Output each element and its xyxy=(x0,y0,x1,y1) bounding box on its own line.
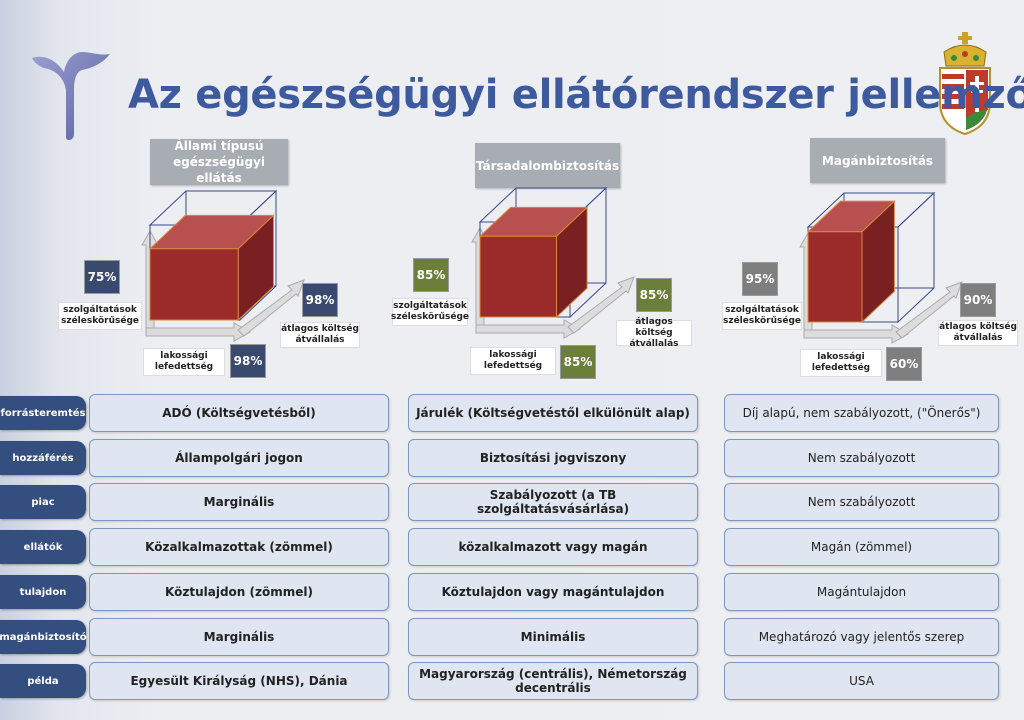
scope-pct-badge: 95% xyxy=(742,262,778,296)
cost-axis-arrow xyxy=(895,281,963,339)
table-cell: Biztosítási jogviszony xyxy=(408,439,698,477)
table-cell: Köztulajdon vagy magántulajdon xyxy=(408,573,698,611)
axis-label-line: lakossági xyxy=(817,352,865,362)
scope-pct-badge: 85% xyxy=(413,258,449,292)
scope-pct-badge: 75% xyxy=(84,260,120,294)
logo-icon xyxy=(32,52,110,141)
axis-label-line: szolgáltatások xyxy=(393,301,467,311)
table-cell: Nem szabályozott xyxy=(724,439,999,477)
box-front-face xyxy=(149,248,239,321)
table-cell: Magántulajdon xyxy=(724,573,999,611)
row-label: ellátók xyxy=(0,530,86,564)
cube-diagrams xyxy=(141,186,963,344)
row-label: tulajdon xyxy=(0,575,86,609)
header-line: egészségügyi ellátás xyxy=(173,155,265,185)
table-cell: Marginális xyxy=(89,618,389,656)
axis-label-line: széleskörűsége xyxy=(60,316,140,326)
cube-side-edge xyxy=(897,191,935,324)
axis-label-line: lakossági xyxy=(489,350,537,360)
column-header-social-insurance: Társadalombiztosítás xyxy=(475,143,620,188)
axis-label-line: átvállalás xyxy=(295,335,345,345)
table-cell: Díj alapú, nem szabályozott, ("Önerős") xyxy=(724,394,999,432)
cost-pct-badge: 90% xyxy=(960,283,996,317)
table-cell: Szabályozott (a TB szolgáltatásvásárlása… xyxy=(408,483,698,521)
cost-pct-badge: 98% xyxy=(302,283,338,317)
cost-axis-arrow xyxy=(567,276,635,334)
table-cell: Meghatározó vagy jelentős szerep xyxy=(724,618,999,656)
row-label: példa xyxy=(0,664,86,698)
axis-label-line: átlagos költség xyxy=(939,322,1017,332)
table-cell: Állampolgári jogon xyxy=(89,439,389,477)
table-cell: Köztulajdon (zömmel) xyxy=(89,573,389,611)
box-front-face xyxy=(479,235,557,318)
axis-label-line: átvállalás xyxy=(953,333,1003,343)
coat-of-arms-icon xyxy=(939,32,991,136)
axis-label-line: széleskörűsége xyxy=(390,312,470,322)
column-header-state: Állami típusú egészségügyi ellátás xyxy=(150,139,288,185)
column-header-private-insurance: Magánbiztosítás xyxy=(810,138,945,183)
row-label: magánbiztosító xyxy=(0,620,87,654)
box-front-face xyxy=(807,231,863,323)
axis-label-line: szolgáltatások xyxy=(725,305,799,315)
row-label: hozzáférés xyxy=(0,441,86,475)
coverage-axis-arrow xyxy=(475,319,582,339)
cost-pct-badge: 85% xyxy=(636,278,672,312)
table-cell: közalkalmazott vagy magán xyxy=(408,528,698,566)
coverage-pct-badge: 85% xyxy=(560,345,596,379)
axis-label-line: lefedettség xyxy=(483,361,543,371)
axis-label-line: széleskörűsége xyxy=(722,316,802,326)
axis-label-line: lefedettség xyxy=(154,362,214,372)
axis-label-line: átlagos költség xyxy=(281,324,359,334)
axis-label-line: átvállalás xyxy=(629,338,679,349)
coverage-pct-badge: 60% xyxy=(886,347,922,381)
table-cell: Magán (zömmel) xyxy=(724,528,999,566)
table-cell: USA xyxy=(724,662,999,700)
table-cell: ADÓ (Költségvetésből) xyxy=(89,394,389,432)
table-cell: Közalkalmazottak (zömmel) xyxy=(89,528,389,566)
table-cell: Minimális xyxy=(408,618,698,656)
axis-label-line: lefedettség xyxy=(811,363,871,373)
row-label: forrásteremtés xyxy=(0,396,86,430)
cost-axis-arrow xyxy=(237,279,305,337)
table-cell: Egyesült Királyság (NHS), Dánia xyxy=(89,662,389,700)
row-label: piac xyxy=(0,485,86,519)
coverage-pct-badge: 98% xyxy=(230,344,266,378)
axis-label-line: szolgáltatások xyxy=(63,305,137,315)
header-line: Állami típusú xyxy=(174,139,264,153)
axis-label-line: lakossági xyxy=(160,351,208,361)
table-cell: Nem szabályozott xyxy=(724,483,999,521)
page-title: Az egészségügyi ellátórendszer jellemzői xyxy=(128,72,1024,118)
table-cell: Magyarország (centrális), Németország de… xyxy=(408,662,698,700)
coverage-axis-arrow xyxy=(145,322,252,342)
table-cell: Járulék (Költségvetéstől elkülönült alap… xyxy=(408,394,698,432)
axis-label-line: átlagos költség xyxy=(635,316,673,338)
coverage-axis-arrow xyxy=(803,324,910,344)
table-cell: Marginális xyxy=(89,483,389,521)
